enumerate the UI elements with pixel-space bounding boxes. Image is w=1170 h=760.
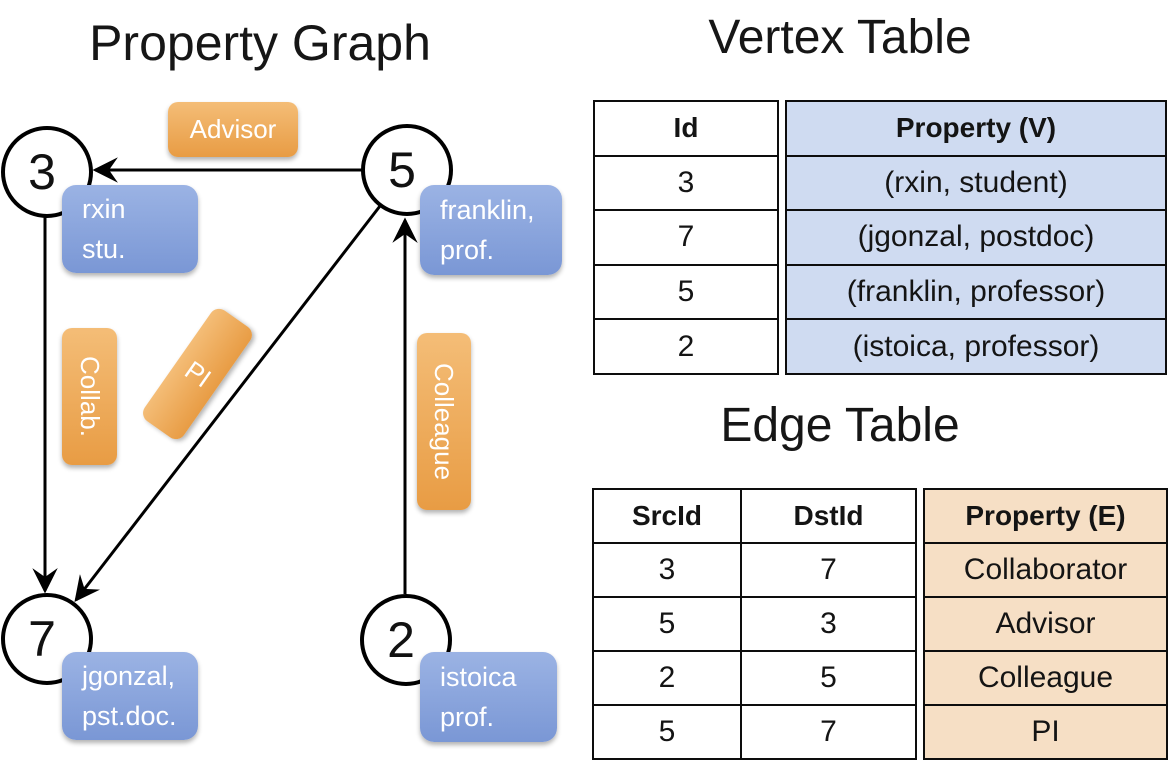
vertex-table-property-cell: (franklin, professor) xyxy=(787,263,1165,319)
edge-label-advisor-text: Advisor xyxy=(189,114,277,144)
edge-table-property-cell: Collaborator xyxy=(925,542,1166,596)
edge-label-colleague: Colleague xyxy=(417,333,471,510)
edge-table-property-cell: Advisor xyxy=(925,596,1166,650)
vertex-label-2-line1: istoica xyxy=(440,662,517,692)
edge-table-header-row: SrcId DstId xyxy=(594,490,915,542)
edge-label-pi-text: PI xyxy=(179,354,217,393)
edge-label-collab: Collab. xyxy=(62,328,117,465)
vertex-table-id-cell: 3 xyxy=(595,154,777,210)
vertex-label-5: franklin, prof. xyxy=(420,185,562,275)
edge-table-row: 2 5 xyxy=(594,650,915,704)
vertex-label-3-line2: stu. xyxy=(82,234,126,264)
edge-table-dstid-cell: 5 xyxy=(820,661,837,694)
edge-table-id-columns: SrcId DstId 3 7 5 3 2 5 5 7 xyxy=(592,488,917,760)
vertex-table-property-cell: (rxin, student) xyxy=(787,154,1165,210)
edge-table-dstid-cell: 3 xyxy=(820,607,837,640)
edge-table-property-cell: Colleague xyxy=(925,650,1166,704)
vertex-table-id-column: Id 3 7 5 2 xyxy=(593,100,779,375)
edge-table-title: Edge Table xyxy=(720,399,960,452)
edge-table-row: 5 3 xyxy=(594,596,915,650)
vertex-table-id-cell: 2 xyxy=(595,318,777,373)
vertex-table-title: Vertex Table xyxy=(708,11,972,64)
edge-table: SrcId DstId 3 7 5 3 2 5 5 7 Property (E)… xyxy=(592,488,1168,760)
edge-table-srcid-cell: 2 xyxy=(594,652,742,704)
edge-table-srcid-cell: 5 xyxy=(594,598,742,650)
vertex-table-id-cell: 7 xyxy=(595,209,777,264)
edge-table-srcid-cell: 5 xyxy=(594,706,742,758)
edge-table-header-srcid: SrcId xyxy=(594,490,742,542)
vertex-label-2: istoica prof. xyxy=(420,652,557,742)
vertex-table-property-column: Property (V) (rxin, student) (jgonzal, p… xyxy=(785,100,1167,375)
vertex-id-5: 5 xyxy=(388,142,416,198)
edge-table-header-dstid: DstId xyxy=(793,500,864,531)
vertex-label-7-line2: pst.doc. xyxy=(82,701,177,731)
edge-label-advisor: Advisor xyxy=(168,102,298,157)
vertex-label-7-line1: jgonzal, xyxy=(82,661,176,691)
edge-label-collab-text: Collab. xyxy=(75,356,105,437)
vertex-table-header-id: Id xyxy=(673,112,699,144)
vertex-label-2-line2: prof. xyxy=(440,702,495,732)
vertex-label-5-line2: prof. xyxy=(440,235,495,265)
edge-table-property-cell: PI xyxy=(925,704,1166,758)
edge-label-colleague-text: Colleague xyxy=(429,362,460,481)
vertex-label-3-line1: rxin xyxy=(82,194,126,224)
property-graph-title: Property Graph xyxy=(89,15,431,71)
vertex-table: Id 3 7 5 2 Property (V) (rxin, student) … xyxy=(593,100,1167,375)
vertex-label-3: rxin stu. xyxy=(62,185,198,273)
vertex-id-2: 2 xyxy=(387,612,415,668)
edge-5-to-7 xyxy=(74,205,382,603)
vertex-table-property-cell: (istoica, professor) xyxy=(787,318,1165,373)
vertex-id-7: 7 xyxy=(28,611,56,667)
vertex-label-5-line1: franklin, xyxy=(440,195,535,225)
edge-table-srcid-cell: 3 xyxy=(594,544,742,596)
vertex-table-header-property: Property (V) xyxy=(787,102,1165,155)
edge-table-header-property: Property (E) xyxy=(925,490,1166,542)
edge-table-dstid-cell: 7 xyxy=(820,715,837,748)
edge-table-property-column: Property (E) Collaborator Advisor Collea… xyxy=(923,488,1168,760)
vertex-table-id-cell: 5 xyxy=(595,263,777,319)
edge-table-dstid-cell: 7 xyxy=(820,553,837,586)
edge-table-row: 5 7 xyxy=(594,704,915,758)
edge-table-row: 3 7 xyxy=(594,542,915,596)
vertex-id-3: 3 xyxy=(28,144,56,200)
vertex-table-property-cell: (jgonzal, postdoc) xyxy=(787,209,1165,264)
vertex-label-7: jgonzal, pst.doc. xyxy=(62,652,198,740)
